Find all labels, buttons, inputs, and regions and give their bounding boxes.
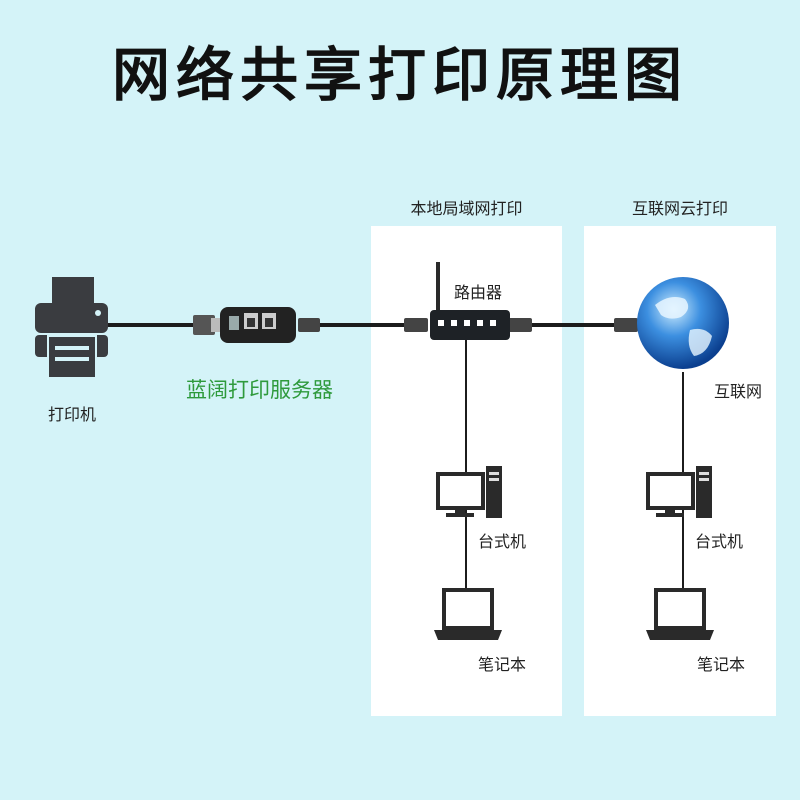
printer-icon	[35, 277, 108, 379]
page-title: 网络共享打印原理图	[111, 41, 688, 109]
router-icon	[430, 262, 510, 340]
print-server-icon	[220, 307, 296, 343]
globe-icon	[637, 270, 731, 379]
lan-desktop-label: 台式机	[478, 532, 527, 551]
desktop-icon	[436, 466, 502, 518]
cloud-panel-title: 互联网云打印	[631, 199, 728, 218]
print-server-label: 蓝阔打印服务器	[186, 378, 333, 402]
router-label: 路由器	[454, 283, 503, 302]
ethernet-plug-icon	[298, 318, 638, 332]
cloud-desktop-label: 台式机	[695, 532, 744, 551]
lan-panel-title: 本地局域网打印	[410, 199, 523, 218]
lan-laptop-label: 笔记本	[478, 655, 527, 674]
usb-plug-icon	[193, 315, 220, 335]
laptop-icon	[646, 588, 714, 640]
desktop-icon	[646, 466, 712, 518]
laptop-icon	[434, 588, 502, 640]
printer-label: 打印机	[48, 405, 97, 424]
cloud-laptop-label: 笔记本	[697, 655, 746, 674]
internet-label: 互联网	[714, 382, 763, 401]
